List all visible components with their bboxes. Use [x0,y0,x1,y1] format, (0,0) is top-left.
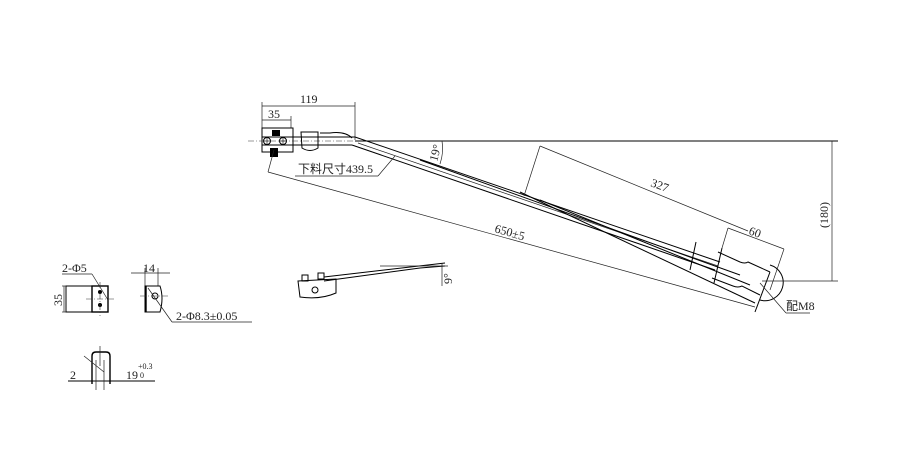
label-holes-small: 2-Φ5 [62,261,87,275]
label-width-14: 14 [143,261,155,275]
dim-60: 60 [747,224,763,241]
note-thread-m8: 配M8 [786,299,815,313]
dim-119: 119 [300,92,318,106]
angle-19: 19° [426,143,444,163]
bolt-head [272,130,280,136]
nut [270,148,278,157]
dim-35: 35 [268,107,280,121]
bracket-detail: 2-Φ5 35 14 2-Φ8.3±0.05 [51,261,252,323]
side-angle-9: 9° [441,273,455,284]
section-detail: 2 19 +0.3 0 [68,346,155,390]
dim-327: 327 [649,176,671,195]
label-holes-large: 2-Φ8.3±0.05 [176,309,237,323]
tol-upper: +0.3 [138,362,153,371]
label-gap-19: 19 [126,368,138,382]
note-blank-length: 下料尺寸439.5 [298,162,373,176]
bracket-side [144,285,163,313]
side-clamp [297,278,337,299]
dim-180: (180) [817,202,831,228]
tol-lower: 0 [140,371,144,380]
label-thickness-2: 2 [70,368,76,382]
clamp [300,131,319,151]
label-height-35: 35 [51,294,65,306]
side-view: 9° [297,262,455,299]
main-view: 119 35 下料尺寸439.5 [248,92,838,314]
dim-650: 650±5 [493,221,526,243]
